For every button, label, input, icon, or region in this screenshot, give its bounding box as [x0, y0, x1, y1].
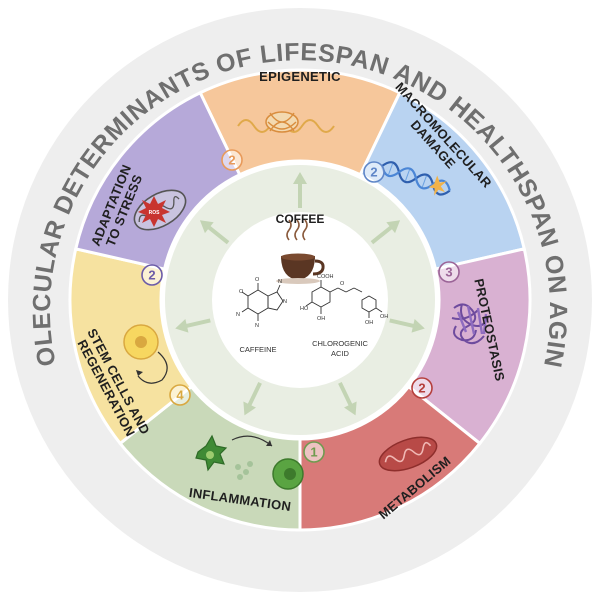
badge-circle	[221, 149, 243, 171]
badge-number: 4	[176, 388, 184, 403]
svg-text:OH: OH	[380, 314, 388, 320]
protein-icon	[451, 303, 489, 345]
chromatin-icon	[237, 111, 335, 133]
center-title: COFFEE	[276, 212, 325, 226]
chlorogenic-acid-label-line1: CHLOROGENIC	[312, 339, 368, 348]
arrow-to-proteostasis	[389, 318, 425, 333]
svg-text:COOH: COOH	[317, 274, 334, 280]
badge-circle	[438, 261, 460, 283]
badge-epigenetic: 2	[221, 149, 243, 171]
badge-proteostasis: 3	[438, 261, 460, 283]
badge-number: 2	[370, 165, 377, 180]
svg-text:O: O	[239, 289, 244, 295]
arrow-to-macromolecular-damage	[370, 220, 401, 245]
badge-number: 1	[310, 445, 317, 460]
svg-text:ROS: ROS	[149, 210, 161, 216]
caffeine-label: CAFFEINE	[239, 345, 276, 354]
svg-text:N: N	[236, 312, 240, 318]
caffeine-atom-labels: O N N N N O	[236, 277, 287, 329]
segment-label-line: EPIGENETIC	[259, 69, 341, 84]
arrow-to-epigenetic	[293, 172, 307, 208]
ros-burst-icon: ROS	[138, 196, 170, 227]
badge-circle	[141, 264, 163, 286]
svg-text:O: O	[340, 281, 345, 287]
arrow-to-adaptation-stress	[199, 220, 230, 245]
badge-number: 2	[418, 381, 425, 396]
segments-ring	[68, 68, 532, 532]
chlorogenic-acid-atom-labels: COOH HO OH O OH OH	[300, 274, 388, 326]
svg-text:O: O	[255, 277, 260, 283]
badge-metabolism: 2	[411, 377, 433, 399]
badge-adaptation-stress: 2	[141, 264, 163, 286]
segment-label-epigenetic: EPIGENETIC	[259, 69, 341, 84]
segment-adaptation-stress	[73, 90, 242, 271]
dna-icon	[381, 161, 451, 196]
svg-text:OH: OH	[365, 320, 373, 326]
arrow-to-metabolism	[338, 382, 357, 416]
svg-text:N: N	[283, 299, 287, 305]
immune-cell-icon	[195, 434, 304, 490]
badge-circle	[303, 441, 325, 463]
svg-text:HO: HO	[300, 306, 309, 312]
chlorogenic-acid-label-line2: ACID	[331, 349, 350, 358]
svg-text:N: N	[255, 323, 259, 329]
badge-stem-cells: 4	[169, 384, 191, 406]
mitochondrion-icon	[378, 436, 438, 472]
badge-macromolecular-damage: 2	[363, 161, 385, 183]
badge-circle	[363, 161, 385, 183]
svg-text:N: N	[278, 279, 282, 285]
badge-number: 3	[445, 265, 452, 280]
arrow-to-inflammation	[243, 382, 262, 416]
center-disc	[212, 212, 388, 388]
badge-circle	[169, 384, 191, 406]
svg-text:OH: OH	[317, 316, 325, 322]
coffee-cup-icon	[276, 219, 325, 284]
arrows	[175, 172, 425, 416]
badge-number: 2	[228, 153, 235, 168]
badge-number: 2	[148, 268, 155, 283]
badge-circle	[411, 377, 433, 399]
arrow-to-stem-cells	[175, 318, 211, 333]
badge-inflammation: 1	[303, 441, 325, 463]
caffeine-structure-icon	[241, 283, 284, 321]
stem-cell-icon	[123, 324, 168, 384]
chlorogenic-acid-structure-icon	[305, 280, 383, 318]
